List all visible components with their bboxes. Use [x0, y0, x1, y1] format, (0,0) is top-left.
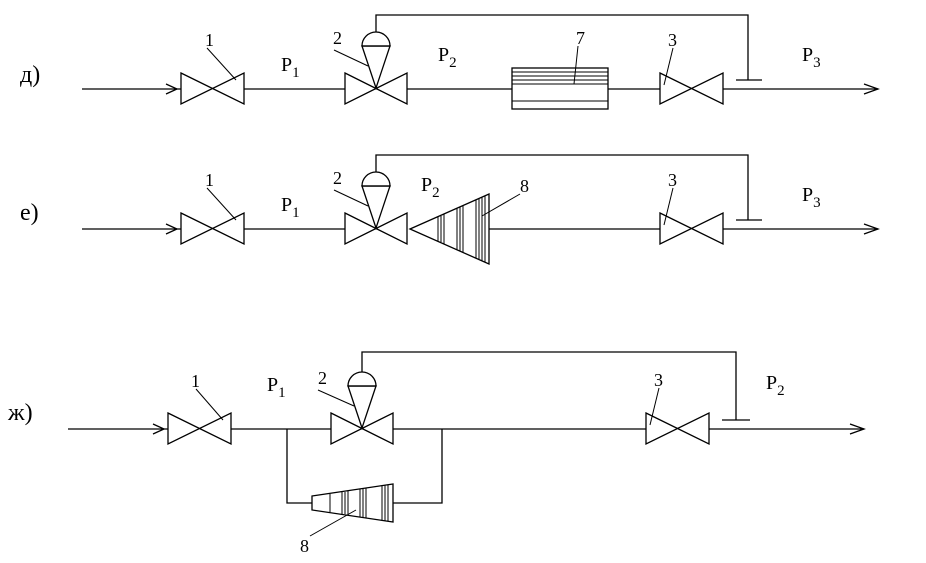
leader-1	[206, 187, 237, 221]
label-7: 7	[576, 28, 585, 48]
flow-arrow-outlet	[863, 223, 880, 235]
leader-2	[333, 189, 369, 207]
pressure-p2: P2	[421, 174, 440, 201]
regulator-2	[330, 371, 394, 446]
label-1: 1	[191, 371, 200, 391]
label-2: 2	[318, 368, 327, 388]
label-3: 3	[654, 370, 663, 390]
element-8-cone	[311, 483, 394, 523]
pressure-p1: P1	[267, 374, 286, 401]
bypass-pipe-right	[393, 429, 443, 504]
leader-8	[309, 509, 357, 537]
scheme-zh: ж) 1 2	[7, 351, 866, 556]
pressure-p1: P1	[281, 54, 300, 81]
leader-2	[333, 49, 369, 67]
label-3: 3	[668, 170, 677, 190]
scheme-zh-label: ж)	[7, 400, 33, 426]
leader-7	[573, 45, 579, 85]
valve-1	[180, 211, 245, 246]
scheme-d-label: д)	[20, 62, 40, 88]
regulator-2	[344, 171, 408, 246]
label-2: 2	[333, 168, 342, 188]
leader-3	[663, 47, 674, 86]
impulse-line	[375, 154, 749, 220]
valve-3	[659, 211, 724, 246]
impulse-line	[375, 14, 749, 80]
element-7-rectangle	[511, 67, 609, 110]
flow-arrow-inlet	[165, 223, 179, 235]
valve-1	[167, 411, 232, 446]
label-3: 3	[668, 30, 677, 50]
label-8: 8	[300, 536, 309, 556]
leader-1	[195, 388, 224, 421]
pressure-p3: P3	[802, 44, 821, 71]
leader-2	[317, 389, 355, 407]
flow-arrow-outlet	[849, 423, 866, 435]
leader-1	[206, 47, 237, 81]
scheme-d: д) 1 2	[20, 14, 880, 110]
pressure-p1: P1	[281, 194, 300, 221]
regulator-2	[344, 31, 408, 106]
label-1: 1	[205, 170, 214, 190]
impulse-line	[361, 351, 737, 420]
pressure-p2: P2	[766, 372, 785, 399]
label-2: 2	[333, 28, 342, 48]
pressure-p3: P3	[802, 184, 821, 211]
bypass-pipe-left	[286, 429, 312, 504]
leader-3	[663, 187, 674, 226]
valve-1	[180, 71, 245, 106]
pressure-p2: P2	[438, 44, 457, 71]
flow-arrow-inlet	[165, 83, 179, 95]
leader-3	[649, 387, 660, 426]
element-8-cone	[408, 193, 490, 265]
label-1: 1	[205, 30, 214, 50]
leader-8	[481, 193, 521, 217]
valve-3	[659, 71, 724, 106]
label-8: 8	[520, 176, 529, 196]
flow-arrow-inlet	[152, 423, 166, 435]
flow-arrow-outlet	[863, 83, 880, 95]
scheme-e: е) 1 2	[20, 154, 880, 265]
valve-3	[645, 411, 710, 446]
scheme-e-label: е)	[20, 200, 39, 226]
